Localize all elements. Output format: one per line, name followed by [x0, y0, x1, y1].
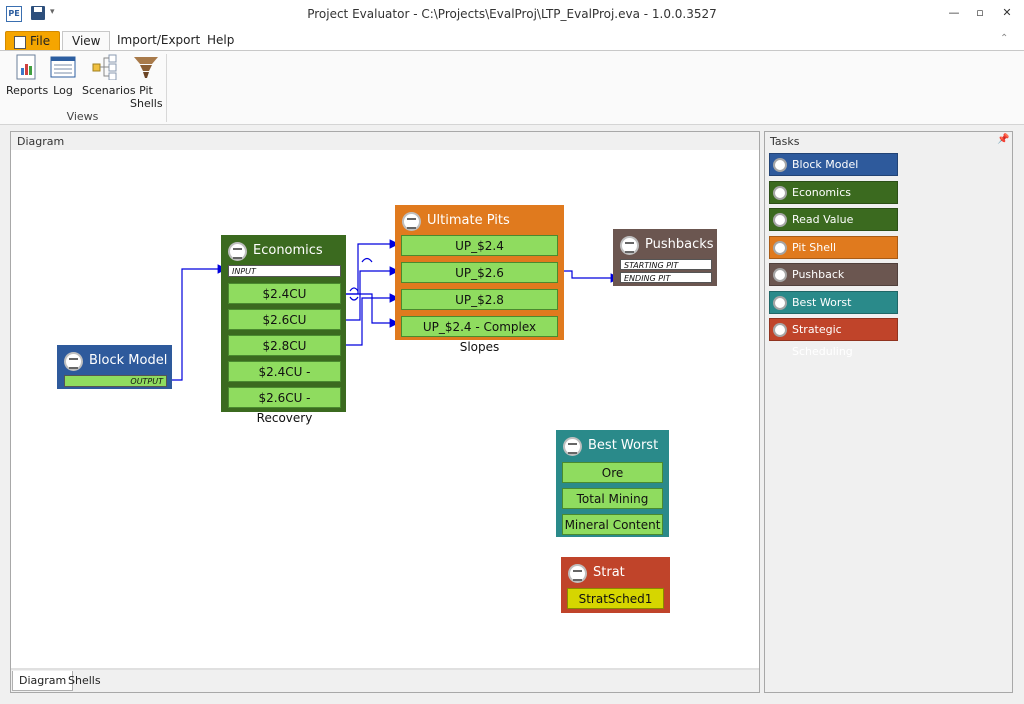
pin-icon[interactable]: 📌: [997, 134, 1010, 145]
tab-diagram[interactable]: Diagram: [12, 671, 74, 691]
block-model-source-icon: [773, 158, 787, 172]
node-pushbacks[interactable]: Pushbacks STARTING PIT ENDING PIT: [613, 229, 717, 286]
node-economics[interactable]: Economics INPUT $2.4CU $2.6CU $2.8CU $2.…: [221, 235, 346, 425]
wire-2.4cu-up2.4: [341, 239, 400, 295]
scenarios-icon: [92, 54, 118, 81]
tab-view[interactable]: View: [62, 31, 111, 51]
list-item[interactable]: UP_$2.4 - Complex Slopes: [401, 316, 558, 354]
economics-icon: [228, 242, 247, 261]
diagram-header-label: Diagram: [17, 135, 65, 148]
app-icon[interactable]: PE: [6, 6, 22, 22]
list-item[interactable]: $2.6CU - Recovery: [228, 387, 341, 425]
economics-icon: [773, 186, 787, 200]
best-worst-icon: [563, 437, 582, 456]
best-worst-analysis-icon: [773, 296, 787, 310]
task-strategic-scheduling[interactable]: Strategic Scheduling: [769, 318, 898, 358]
pit-shells-button[interactable]: Pit Shells: [130, 54, 163, 110]
block-model-icon: [64, 352, 83, 371]
port-output[interactable]: OUTPUT: [64, 375, 167, 387]
ribbon-separator: [166, 54, 167, 122]
read-value-icon: [773, 213, 787, 227]
ultimate-pits-icon: [402, 212, 421, 231]
port-input[interactable]: INPUT: [228, 265, 341, 277]
scenarios-button[interactable]: Scenarios: [82, 54, 136, 110]
strat-sched-icon: [568, 564, 587, 583]
list-item[interactable]: Ore: [562, 462, 663, 483]
node-strat-sched[interactable]: Strat Sched StratSched1: [561, 557, 670, 613]
wire-2.8cu-up2.8: [341, 293, 400, 346]
ribbon-tab-row: [0, 28, 1024, 50]
list-item[interactable]: Mineral Content: [562, 514, 663, 535]
list-item[interactable]: Total Mining: [562, 488, 663, 509]
pit-shells-icon: [133, 54, 159, 80]
ribbon-collapse-icon[interactable]: ⌃: [1000, 33, 1009, 44]
port-starting-pit[interactable]: STARTING PIT: [620, 259, 712, 270]
task-block-model-source[interactable]: Block Model Source: [769, 153, 898, 193]
list-item[interactable]: $2.8CU: [228, 335, 341, 356]
wire-blockmodel-economics: [172, 264, 228, 381]
close-button[interactable]: ✕: [1002, 6, 1012, 19]
pushback-icon: [773, 268, 787, 282]
node-title: Pushbacks: [645, 237, 714, 252]
task-best-worst-analysis[interactable]: Best Worst Analysis: [769, 291, 898, 331]
pushbacks-icon: [620, 236, 639, 255]
task-economics[interactable]: Economics: [769, 181, 898, 204]
node-block-model[interactable]: Block Model OUTPUT: [57, 345, 172, 389]
tasks-header-label: Tasks: [770, 135, 800, 148]
window-title: Project Evaluator - C:\Projects\EvalProj…: [307, 7, 717, 21]
minimize-button[interactable]: —: [948, 6, 960, 19]
quick-access-dropdown-icon[interactable]: ▾: [50, 7, 55, 17]
tab-import-export[interactable]: Import/Export: [117, 33, 201, 47]
restore-button[interactable]: ▫: [976, 6, 984, 19]
log-icon: [50, 54, 76, 80]
wire-2.4cu-upcomplex: [341, 293, 400, 328]
diagram-header: [11, 132, 759, 150]
node-title: Ultimate Pits: [427, 213, 510, 228]
horizontal-scrollbar[interactable]: [11, 668, 759, 670]
node-title: Block Model: [89, 353, 168, 368]
title-bar: [0, 0, 1024, 28]
tab-help[interactable]: Help: [207, 33, 235, 47]
pit-shell-generation-icon: [773, 241, 787, 255]
ribbon-group-label: Views: [66, 110, 99, 123]
list-item[interactable]: UP_$2.4: [401, 235, 558, 256]
node-ultimate-pits[interactable]: Ultimate Pits UP_$2.4 UP_$2.6 UP_$2.8 UP…: [395, 205, 564, 354]
list-item[interactable]: UP_$2.6: [401, 262, 558, 283]
task-read-value[interactable]: Read Value: [769, 208, 898, 231]
strategic-scheduling-icon: [773, 323, 787, 337]
list-item[interactable]: UP_$2.8: [401, 289, 558, 310]
wire-up2.6-pushbacks: [560, 270, 621, 283]
port-ending-pit[interactable]: ENDING PIT: [620, 272, 712, 283]
node-best-worst[interactable]: Best Worst Ore Total Mining Mineral Cont…: [556, 430, 669, 537]
task-pushback[interactable]: Pushback: [769, 263, 898, 286]
list-item[interactable]: $2.4CU - Recovery: [228, 361, 341, 399]
node-title: Economics: [253, 243, 323, 258]
log-button[interactable]: Log: [48, 54, 78, 110]
reports-button[interactable]: Reports: [6, 54, 48, 110]
list-item[interactable]: StratSched1: [567, 588, 664, 609]
reports-icon: [13, 54, 39, 80]
list-item[interactable]: $2.6CU: [228, 309, 341, 330]
node-title: Best Worst: [588, 438, 659, 453]
wire-2.6cu-up2.6: [341, 266, 400, 321]
list-item[interactable]: $2.4CU: [228, 283, 341, 304]
save-icon[interactable]: [31, 6, 45, 20]
ribbon-panel: [0, 50, 1024, 125]
tab-shells[interactable]: Shells: [68, 674, 101, 687]
task-pit-shell-generation[interactable]: Pit Shell Generation: [769, 236, 898, 276]
